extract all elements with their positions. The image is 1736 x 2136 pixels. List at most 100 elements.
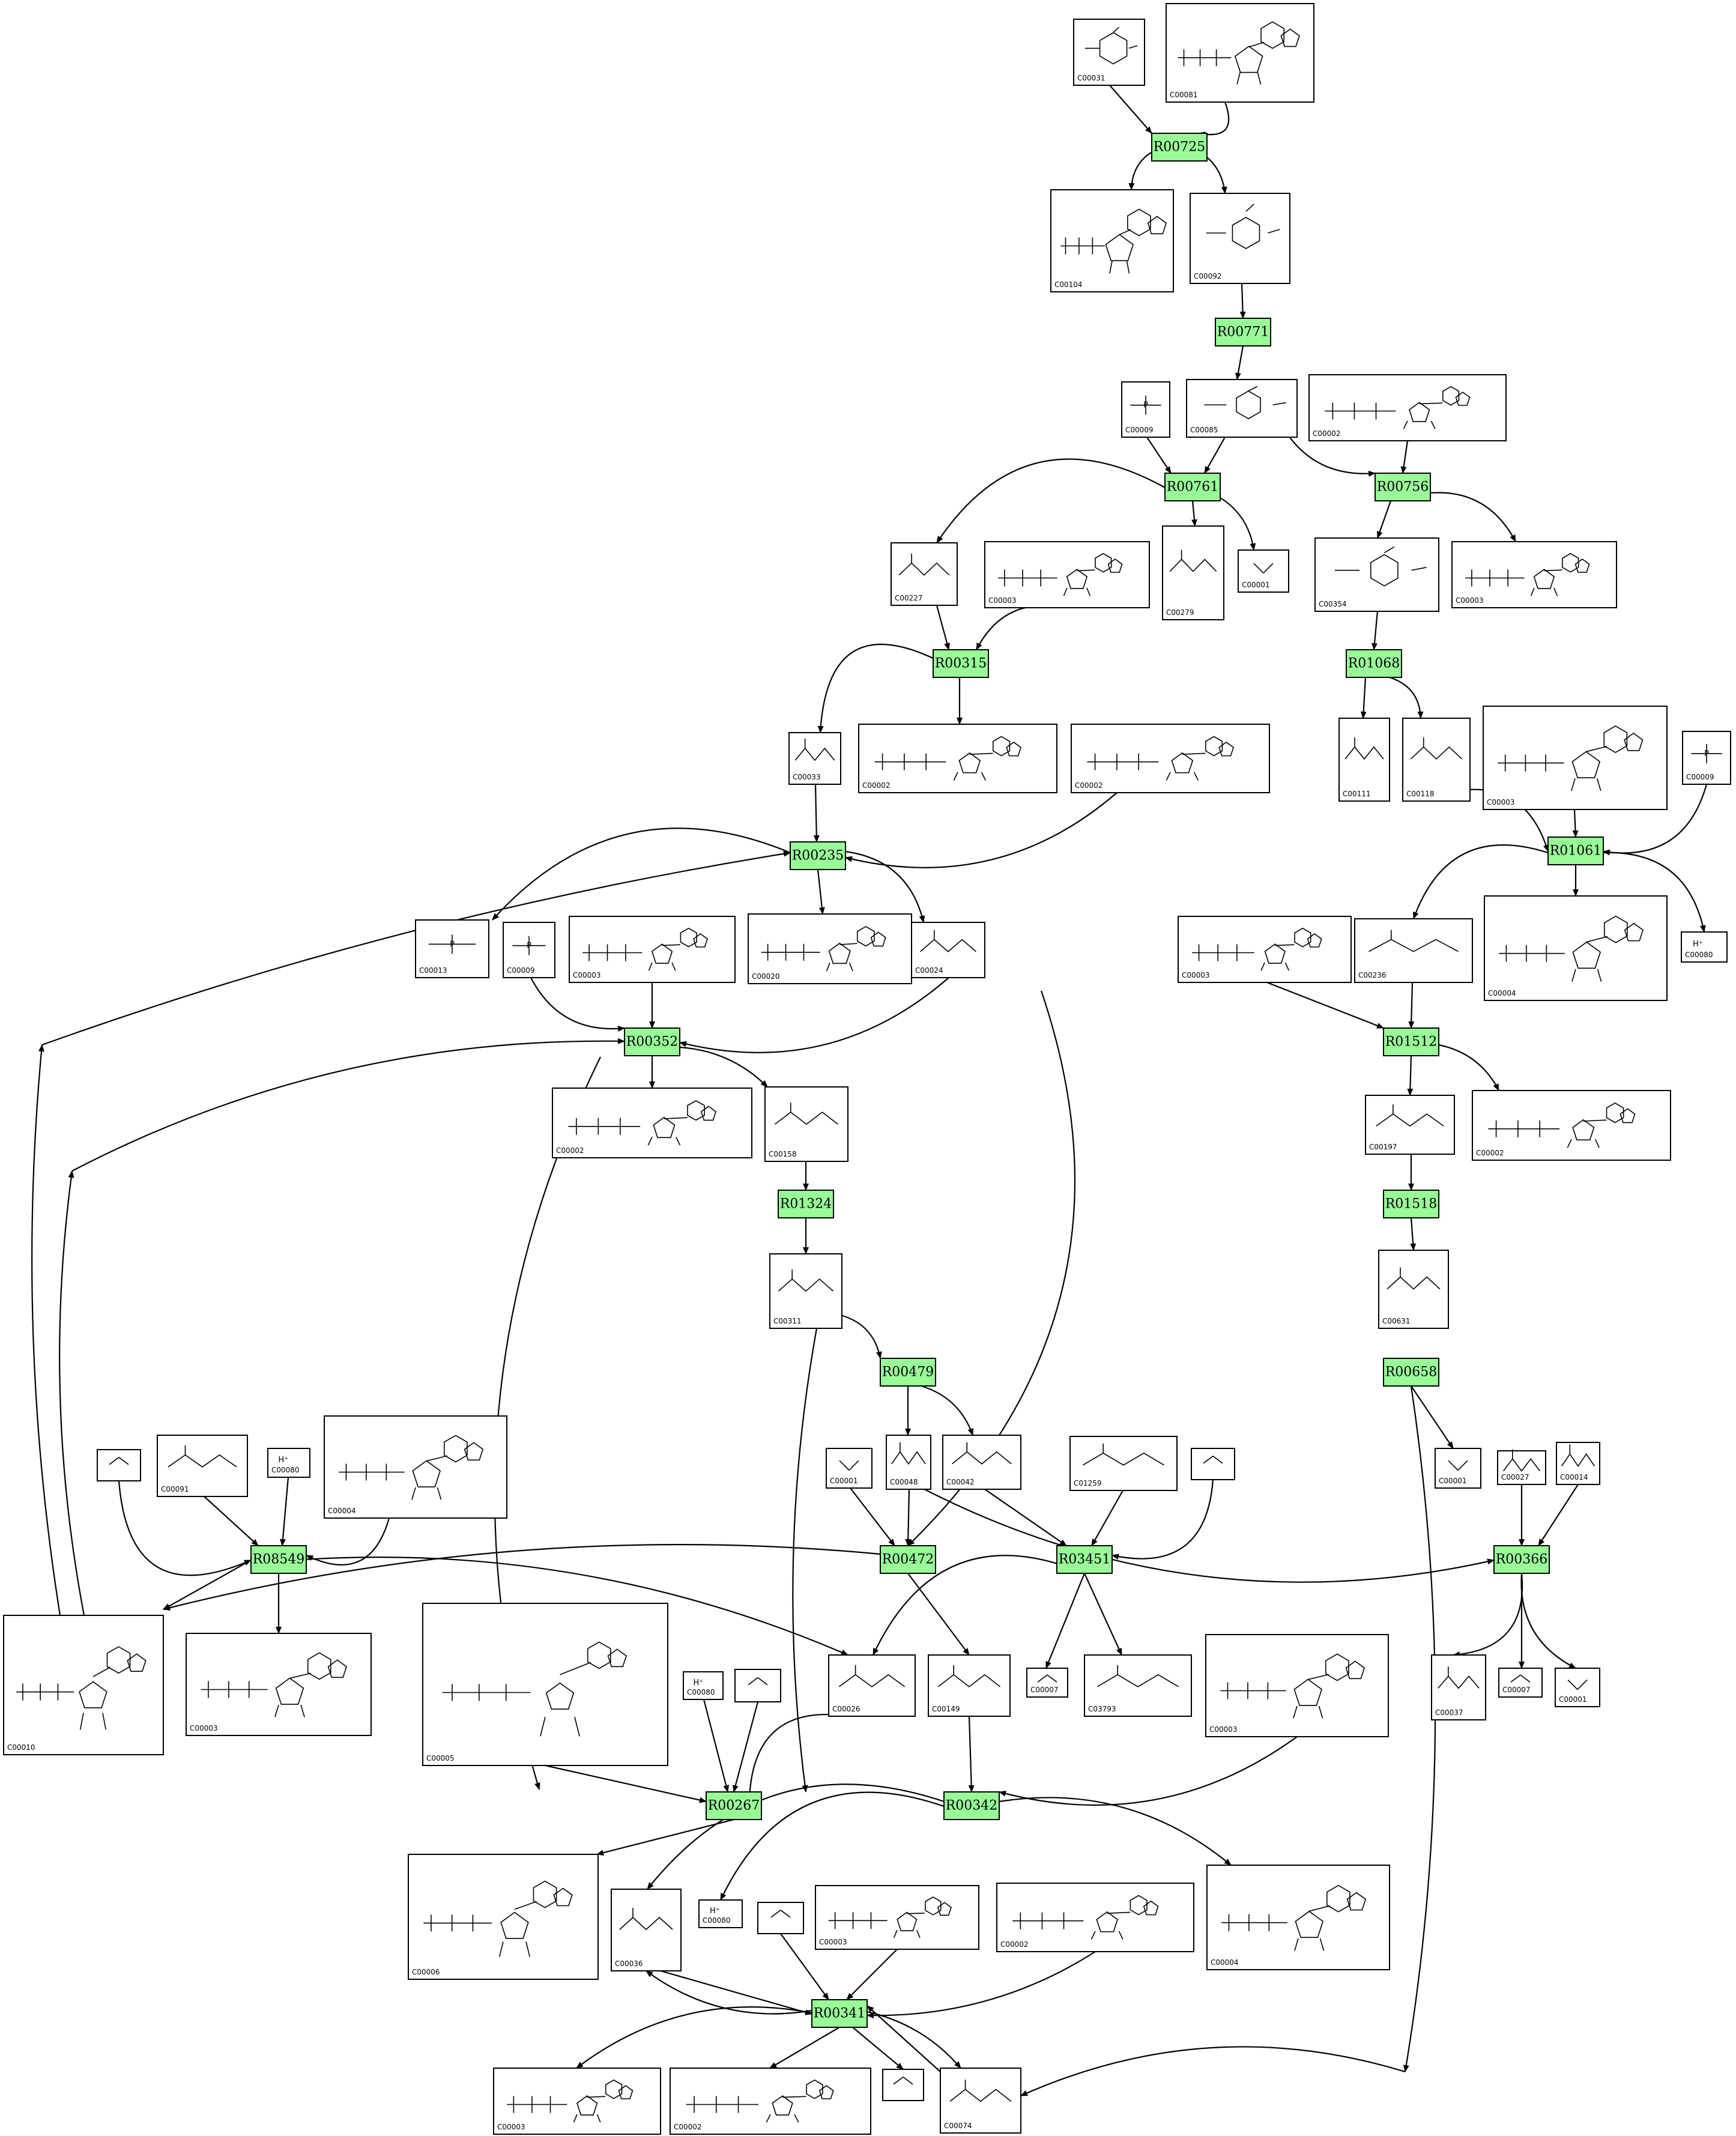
compound-box[interactable] xyxy=(826,1448,873,1489)
reaction-box[interactable] xyxy=(778,1190,834,1218)
compound-box[interactable] xyxy=(940,2068,1021,2134)
compound-box[interactable] xyxy=(1191,1448,1235,1480)
compound-box[interactable] xyxy=(1484,895,1668,1001)
compound-box[interactable] xyxy=(1073,19,1145,86)
reaction-r00342[interactable]: R00342 xyxy=(943,1791,1000,1820)
reaction-r01512[interactable]: R01512 xyxy=(1383,1027,1439,1056)
compound-c00003[interactable]: C00003 xyxy=(1483,706,1668,810)
reaction-r01518[interactable]: R01518 xyxy=(1383,1190,1439,1218)
compound-box[interactable] xyxy=(1498,1668,1543,1698)
compound-c00003[interactable]: C00003 xyxy=(493,2068,661,2135)
reaction-r00725[interactable]: R00725 xyxy=(1151,133,1208,162)
compound-box[interactable] xyxy=(996,1883,1194,1952)
compound-c00002[interactable]: C00002 xyxy=(1071,724,1270,793)
compound-box[interactable] xyxy=(1186,379,1298,438)
compound-c00031[interactable]: C00031 xyxy=(1073,19,1145,86)
compound-c00005[interactable]: C00005 xyxy=(422,1603,668,1766)
compound-box[interactable] xyxy=(1365,1095,1455,1155)
reaction-r00771[interactable]: R00771 xyxy=(1215,318,1271,346)
compound-box[interactable] xyxy=(1069,1436,1178,1491)
reaction-box[interactable] xyxy=(790,841,846,870)
compound-c00003[interactable]: C00003 xyxy=(815,1885,979,1950)
compound-box[interactable] xyxy=(942,1435,1021,1490)
reaction-box[interactable] xyxy=(943,1791,1000,1820)
compound-c00236[interactable]: C00236 xyxy=(1354,918,1473,983)
compound-box[interactable] xyxy=(1314,537,1439,612)
compound-c00001[interactable]: C00001 xyxy=(826,1448,873,1489)
reaction-r00235[interactable]: R00235 xyxy=(790,841,846,870)
reaction-r00352[interactable]: R00352 xyxy=(624,1027,680,1056)
compound-box[interactable] xyxy=(157,1435,248,1497)
reaction-box[interactable] xyxy=(1547,837,1604,865)
compound-c00004[interactable]: C00004 xyxy=(324,1415,507,1519)
compound-c00197[interactable]: C00197 xyxy=(1365,1095,1455,1155)
compound-c00003[interactable]: C00003 xyxy=(1451,541,1617,608)
compound-c01259[interactable]: C01259 xyxy=(1069,1436,1178,1491)
reaction-r00658[interactable]: R00658 xyxy=(1383,1358,1439,1387)
compound-box[interactable] xyxy=(1205,1634,1389,1737)
compound-c00006[interactable]: C00006 xyxy=(408,1854,599,1980)
reaction-r00315[interactable]: R00315 xyxy=(933,649,989,678)
compound-box[interactable] xyxy=(928,1654,1011,1717)
compound-c00003[interactable]: C00003 xyxy=(569,916,736,983)
compound-box[interactable] xyxy=(552,1088,752,1158)
compound-c00007[interactable]: C00007 xyxy=(1498,1668,1543,1698)
compound-c00104[interactable]: C00104 xyxy=(1050,189,1174,292)
compound-box[interactable] xyxy=(683,1671,724,1700)
compound-c00080[interactable]: H⁺C00080 xyxy=(1681,931,1728,963)
compound-box[interactable] xyxy=(1451,541,1617,608)
compound-box[interactable] xyxy=(1308,374,1507,441)
compound-c00354[interactable]: C00354 xyxy=(1314,537,1439,612)
compound-c00081[interactable]: C00081 xyxy=(1166,3,1314,103)
compound-box[interactable] xyxy=(1472,1090,1671,1161)
compound-c00002[interactable]: C00002 xyxy=(1472,1090,1671,1161)
compound-box[interactable] xyxy=(882,2069,924,2101)
compound-c00003[interactable]: C00003 xyxy=(984,541,1150,608)
compound-box[interactable] xyxy=(828,1654,916,1717)
compound-box[interactable] xyxy=(670,2068,871,2135)
reaction-box[interactable] xyxy=(1375,473,1431,501)
compound-box[interactable] xyxy=(1483,706,1668,810)
compound-c00002[interactable]: C00002 xyxy=(1308,374,1507,441)
compound-c00631[interactable]: C00631 xyxy=(1378,1250,1449,1329)
compound-box[interactable] xyxy=(1162,525,1224,620)
compound-box[interactable] xyxy=(493,2068,661,2135)
compound-c00011[interactable] xyxy=(97,1449,141,1481)
compound-box[interactable] xyxy=(1084,1654,1192,1717)
compound-c00003[interactable]: C00003 xyxy=(186,1633,372,1736)
compound-box[interactable] xyxy=(788,732,841,785)
compound-box[interactable] xyxy=(1681,931,1728,963)
reaction-r01068[interactable]: R01068 xyxy=(1346,649,1402,678)
compound-box[interactable] xyxy=(3,1615,164,1755)
reaction-r00472[interactable]: R00472 xyxy=(880,1545,936,1574)
reaction-box[interactable] xyxy=(1056,1545,1113,1574)
compound-c00042[interactable]: C00042 xyxy=(942,1435,1021,1490)
reaction-r01061[interactable]: R01061 xyxy=(1547,837,1604,865)
compound-c00080[interactable]: H⁺C00080 xyxy=(683,1671,724,1700)
compound-box[interactable] xyxy=(757,1902,804,1934)
compound-c00001[interactable]: C00001 xyxy=(1238,549,1289,593)
compound-c00004[interactable]: C00004 xyxy=(1206,1865,1390,1970)
compound-c00002[interactable]: C00002 xyxy=(858,724,1057,793)
compound-box[interactable] xyxy=(1071,724,1270,793)
reaction-r00341[interactable]: R00341 xyxy=(811,1999,868,2028)
compound-c00002[interactable]: C00002 xyxy=(996,1883,1194,1952)
compound-box[interactable] xyxy=(1206,1865,1390,1970)
compound-c00091[interactable]: C00091 xyxy=(157,1435,248,1497)
reaction-r08549[interactable]: R08549 xyxy=(250,1545,307,1574)
compound-c00002[interactable]: C00002 xyxy=(552,1088,752,1158)
compound-box[interactable] xyxy=(186,1633,372,1736)
compound-box[interactable] xyxy=(886,1435,931,1490)
compound-box[interactable] xyxy=(1178,916,1352,983)
compound-c00024[interactable]: C00024 xyxy=(911,922,985,978)
reaction-box[interactable] xyxy=(1383,1358,1439,1387)
compound-box[interactable] xyxy=(1354,918,1473,983)
reaction-box[interactable] xyxy=(1493,1545,1550,1574)
compound-box[interactable] xyxy=(324,1415,507,1519)
reaction-box[interactable] xyxy=(1151,133,1208,162)
compound-c00033[interactable]: C00033 xyxy=(788,732,841,785)
compound-c00011[interactable] xyxy=(757,1902,804,1934)
